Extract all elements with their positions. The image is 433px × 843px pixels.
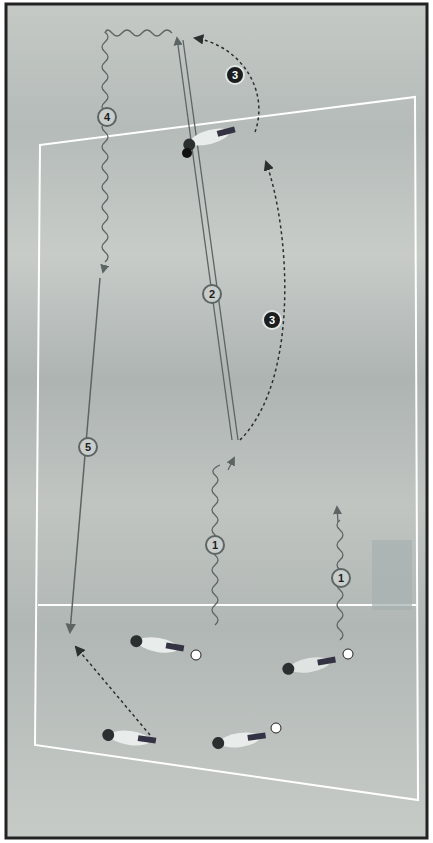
dribble-path [105,30,172,36]
run-line [76,647,150,735]
callout-number: 4 [97,107,117,127]
callout-text: 1 [338,572,344,584]
callout-number: 1 [205,535,225,555]
callout-number: 3 [262,310,282,330]
callout-text: 3 [232,69,238,81]
callout-text: 1 [212,539,218,551]
pitch-ground [6,4,427,838]
player-figure [281,654,337,677]
callout-text: 2 [209,288,215,300]
pass-line [70,278,100,632]
callout-number: 2 [202,284,222,304]
callout-number: 3 [225,65,245,85]
callout-text: 4 [104,111,110,123]
callout-text: 3 [269,314,275,326]
callout-number: 1 [331,568,351,588]
zone-line [38,604,416,606]
pass-line [183,40,238,440]
dribble-path [102,32,108,262]
area-outline [35,97,418,800]
player-figure [101,727,156,748]
player-figure [129,633,185,656]
player-figure [211,729,266,750]
run-line [240,162,285,440]
pass-line [177,38,232,440]
callout-number: 5 [78,437,98,457]
run-line [195,38,259,132]
ad-board [372,540,412,610]
callout-text: 5 [85,441,91,453]
player-figure [181,124,237,152]
